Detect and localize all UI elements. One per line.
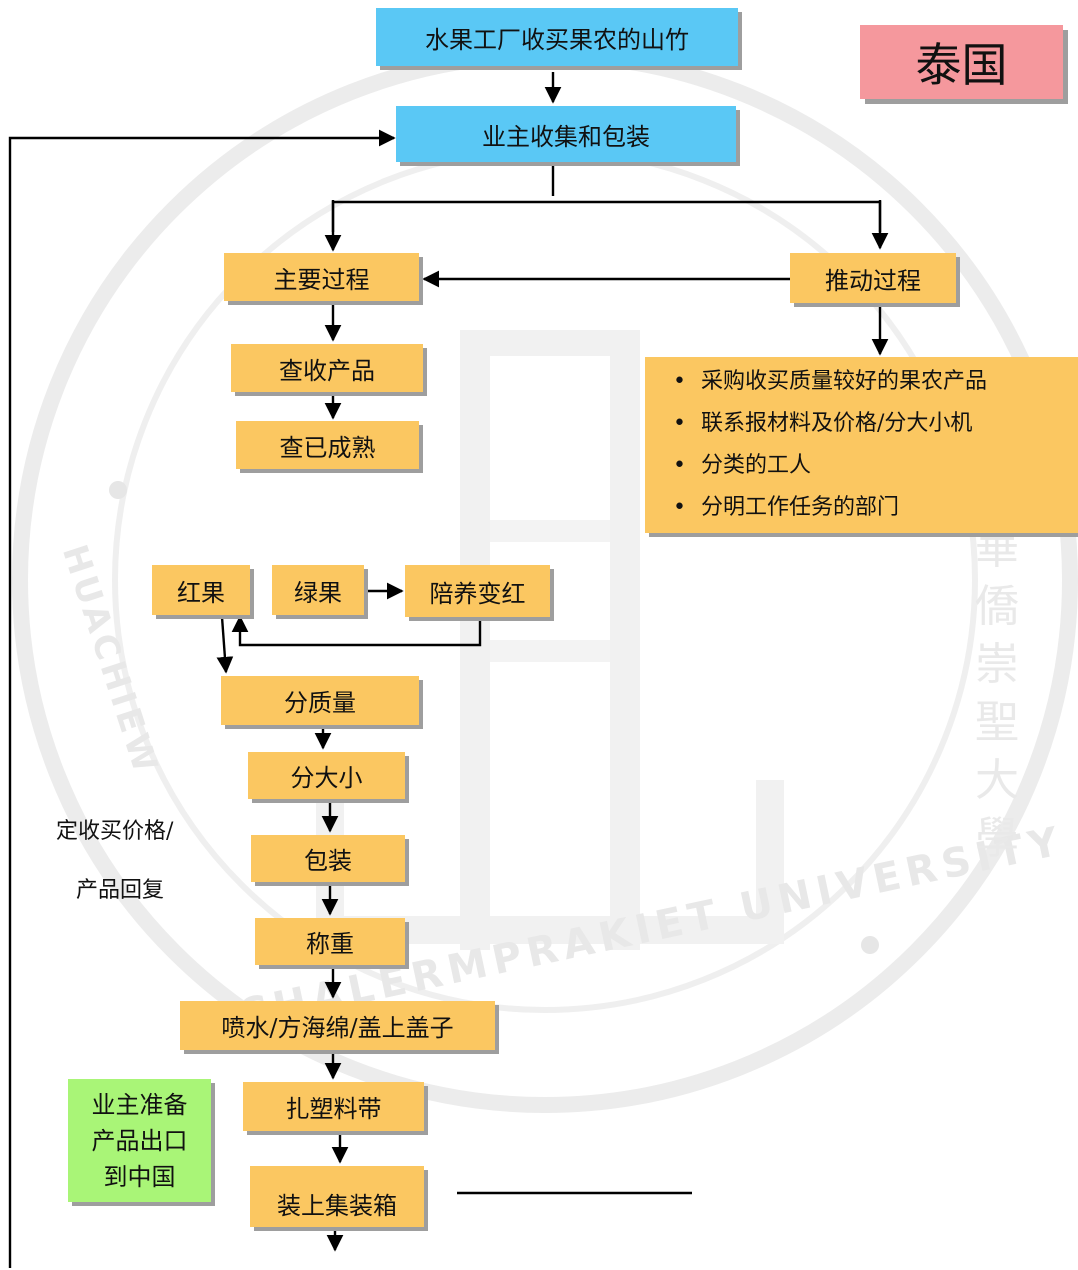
list-item: 采购收买质量较好的果农产品	[645, 361, 1078, 403]
country-title-box: 泰国	[860, 25, 1063, 99]
farmer-purchase-box: 水果工厂收买果农的山竹	[376, 8, 738, 66]
flow-step-box: 扎塑料带	[243, 1082, 424, 1131]
side-note-line2: 产品回复	[76, 878, 165, 903]
push-process-list-box: 采购收买质量较好的果农产品 联系报材料及价格/分大小机 分类的工人 分明工作任务…	[645, 357, 1078, 533]
push-process-box: 推动过程	[790, 253, 956, 303]
flow-step-box: 包装	[251, 835, 405, 882]
green-fruit-label: 绿果	[294, 578, 342, 607]
list-item: 联系报材料及价格/分大小机	[645, 403, 1078, 445]
main-step-label: 查收产品	[279, 356, 375, 385]
flow-step-label: 装上集装箱	[277, 1192, 397, 1220]
list-item: 分明工作任务的部门	[645, 487, 1078, 529]
push-process-list: 采购收买质量较好的果农产品 联系报材料及价格/分大小机 分类的工人 分明工作任务…	[645, 361, 1078, 529]
green-fruit-box: 绿果	[272, 565, 364, 615]
flow-step-label: 扎塑料带	[285, 1095, 382, 1123]
owner-collect-label: 业主收集和包装	[482, 122, 650, 151]
flow-step-box: 分大小	[248, 752, 405, 799]
export-note-box: 业主准备产品出口到中国	[68, 1079, 211, 1202]
farmer-purchase-label: 水果工厂收买果农的山竹	[425, 25, 689, 54]
side-note-line1: 定收买价格/	[56, 819, 174, 844]
flow-step-label: 分大小	[290, 764, 363, 792]
export-note-label: 业主准备产品出口到中国	[91, 1090, 188, 1191]
flow-step-label: 称重	[306, 930, 354, 958]
red-fruit-label: 红果	[177, 578, 225, 607]
flow-step-label: 包装	[304, 847, 352, 875]
red-fruit-box: 红果	[152, 565, 250, 615]
main-step-box: 查已成熟	[236, 421, 419, 469]
flow-step-box: 装上集装箱	[250, 1166, 424, 1227]
main-step-box: 查收产品	[231, 344, 423, 392]
ripen-box: 陪养变红	[405, 565, 550, 617]
main-step-label: 查已成熟	[279, 433, 376, 462]
owner-collect-box: 业主收集和包装	[396, 106, 736, 162]
list-item: 分类的工人	[645, 445, 1078, 487]
ripen-label: 陪养变红	[429, 579, 526, 608]
main-process-label: 主要过程	[273, 265, 370, 294]
push-process-label: 推动过程	[825, 266, 921, 295]
country-title: 泰国	[915, 38, 1008, 92]
flow-step-label: 喷水/方海绵/盖上盖子	[221, 1014, 454, 1042]
flow-step-box: 分质量	[221, 676, 419, 725]
main-process-box: 主要过程	[224, 253, 419, 301]
flow-step-label: 分质量	[284, 689, 356, 717]
flow-step-box: 称重	[255, 918, 405, 965]
flow-step-box: 喷水/方海绵/盖上盖子	[180, 1001, 495, 1050]
